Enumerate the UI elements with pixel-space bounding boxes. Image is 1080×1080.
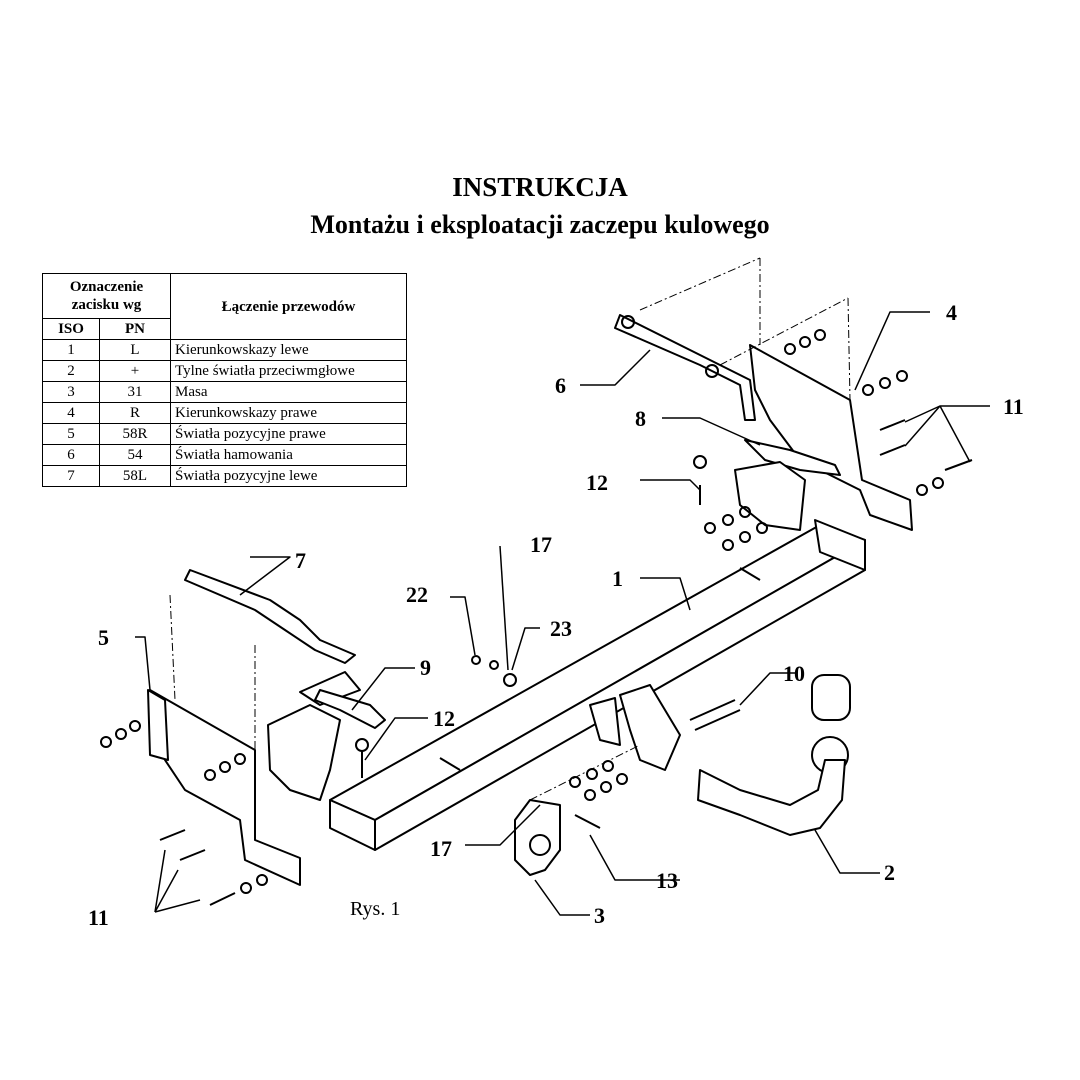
header-desc-cell: Łączenie przewodów [170, 273, 407, 340]
leader-lines [135, 311, 990, 916]
callout-label: 12 [433, 706, 455, 731]
wiring-table: Oznaczenie zacisku wg Łączenie przewodów… [42, 273, 407, 487]
top-strap-part [614, 314, 756, 421]
socket-plate-part [514, 799, 561, 876]
left-bracket-part [147, 689, 301, 886]
callout-label: 11 [1003, 394, 1024, 419]
callout-label: 9 [420, 655, 431, 680]
callout-label: 6 [555, 373, 566, 398]
callout-label: 7 [295, 548, 306, 573]
table-row: 2+Tylne światła przeciwmgłowe [42, 360, 407, 382]
table-subheader-row: ISO PN [42, 318, 407, 340]
table-header-row: Oznaczenie zacisku wg Łączenie przewodów [42, 273, 407, 340]
callout-label: 1 [612, 566, 623, 591]
right-bracket-part [749, 344, 913, 531]
callout-label: 4 [946, 300, 957, 325]
pn-cell: 31 [99, 381, 171, 403]
pn-cell: 54 [99, 444, 171, 466]
callout-label: 11 [88, 905, 109, 930]
header-group-cell: Oznaczenie zacisku wg [42, 273, 171, 319]
alignment-lines [169, 257, 851, 801]
callout-label: 10 [783, 661, 805, 686]
desc-cell: Światła pozycyjne prawe [170, 423, 407, 445]
callout-label: 5 [98, 625, 109, 650]
page-title: INSTRUKCJA [452, 172, 628, 202]
left-inner-bracket-part [267, 671, 361, 801]
callout-label: 13 [656, 868, 678, 893]
callout-label: 23 [550, 616, 572, 641]
tow-ball-part [697, 674, 851, 836]
figure-caption: Rys. 1 [350, 898, 400, 920]
right-plate-part [734, 439, 841, 531]
callout-label: 12 [586, 470, 608, 495]
header-pn-cell: PN [99, 318, 171, 340]
callout-label: 2 [884, 860, 895, 885]
callout-label: 22 [406, 582, 428, 607]
callout-label: 17 [430, 836, 452, 861]
pn-cell: 58R [99, 423, 171, 445]
callout-labels: 1 2 3 4 5 6 7 8 9 10 11 11 12 12 13 17 1… [88, 300, 1024, 930]
left-strap-part [184, 569, 356, 664]
desc-cell: Światła hamowania [170, 444, 407, 466]
desc-cell: Światła pozycyjne lewe [170, 465, 407, 487]
bolts [159, 419, 973, 906]
center-bracket-part [589, 684, 681, 771]
pn-cell: 58L [99, 465, 171, 487]
callout-label: 3 [594, 903, 605, 928]
callout-label: 17 [530, 532, 552, 557]
callout-label: 8 [635, 406, 646, 431]
page-subtitle: Montażu i eksploatacji zaczepu kulowego [310, 210, 770, 239]
center-strap-part [314, 689, 386, 729]
desc-cell: Kierunkowskazy prawe [170, 402, 407, 424]
